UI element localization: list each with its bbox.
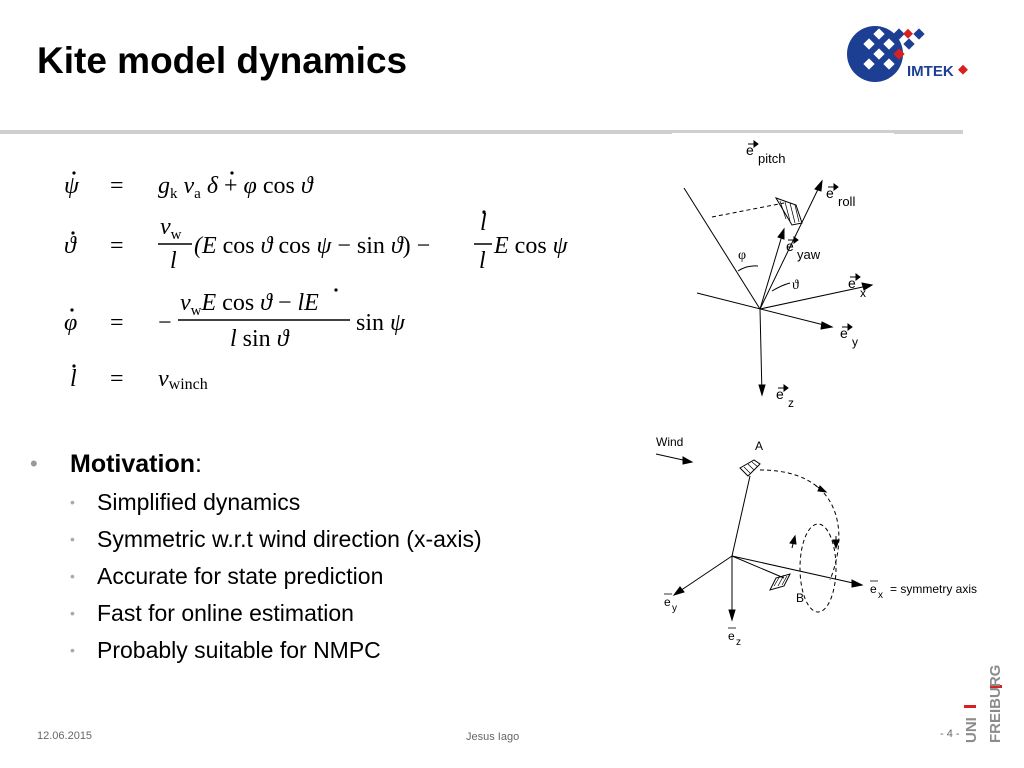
kite-shape xyxy=(774,197,803,226)
svg-text:l sin ϑ: l sin ϑ xyxy=(230,326,290,352)
kite-b-shape xyxy=(769,573,791,591)
list-item: •Probably suitable for NMPC xyxy=(70,637,381,663)
imtek-logo: IMTEK xyxy=(847,26,968,82)
svg-text:UNI: UNI xyxy=(963,717,980,743)
list-item: •Simplified dynamics xyxy=(70,489,301,515)
footer-date: 12.06.2015 xyxy=(37,730,93,742)
eq2-lhs: ϑ xyxy=(64,233,77,259)
svg-text:e: e xyxy=(840,325,848,341)
svg-text:z: z xyxy=(788,396,794,410)
symmetry-axis-label: = symmetry axis xyxy=(890,582,977,596)
slide-title: Kite model dynamics xyxy=(37,40,408,81)
list-item: •Symmetric w.r.t wind direction (x-axis) xyxy=(70,526,482,552)
eq4-rhs: vwinch xyxy=(158,366,208,393)
svg-text:vw: vw xyxy=(160,214,182,243)
eq1-lhs: ψ xyxy=(64,173,80,199)
svg-text:l: l xyxy=(170,248,177,274)
svg-text:pitch: pitch xyxy=(758,151,785,166)
svg-text:yaw: yaw xyxy=(797,247,821,262)
svg-text:e: e xyxy=(776,386,784,402)
kite-trajectory-diagram: Wind A B e x = symmetry axis e y e z xyxy=(655,435,977,648)
svg-text:vwE cos ϑ − lE: vwE cos ϑ − lE xyxy=(180,290,319,319)
motivation-list: •Simplified dynamics •Symmetric w.r.t wi… xyxy=(30,484,482,669)
svg-text:φ: φ xyxy=(738,248,746,263)
svg-text:z: z xyxy=(736,637,741,648)
svg-text:x: x xyxy=(878,590,883,601)
motivation-heading: • Motivation: xyxy=(30,450,202,478)
uni-freiburg-logo: UNI FREIBURG xyxy=(963,665,1004,743)
svg-text:e: e xyxy=(826,185,834,201)
footer-page-number: - 4 - xyxy=(940,728,960,740)
kite-a-shape xyxy=(739,459,761,477)
eq1-rel: = xyxy=(110,173,124,199)
point-a-label: A xyxy=(755,439,763,453)
logo-text: IMTEK xyxy=(907,63,954,80)
point-b-label: B xyxy=(796,591,804,605)
svg-text:x: x xyxy=(860,286,866,300)
svg-text:l: l xyxy=(480,210,487,236)
eq2-rhs: (E cos ϑ cos ψ − sin ϑ) − xyxy=(194,233,430,259)
dynamics-equations: ψ = gk va δ + φ cos ϑ ϑ = vw l (E cos ϑ … xyxy=(64,171,569,393)
eq4-rel: = xyxy=(110,366,124,392)
eq2-rel: = xyxy=(110,233,124,259)
svg-text:e: e xyxy=(746,142,754,158)
eq3-rel: = xyxy=(110,310,124,336)
eq3-lhs: φ xyxy=(64,310,77,336)
svg-text:y: y xyxy=(852,335,858,349)
motivation-section: • Motivation: •Simplified dynamics •Symm… xyxy=(30,448,482,669)
svg-text:e: e xyxy=(848,275,856,291)
svg-text:e: e xyxy=(786,238,794,254)
svg-text:e: e xyxy=(664,595,671,609)
eq1-rhs: gk va δ + φ cos ϑ xyxy=(158,173,314,202)
eq4-lhs: l xyxy=(70,366,77,392)
title-divider xyxy=(0,130,963,134)
list-item: •Accurate for state prediction xyxy=(70,563,384,589)
list-item: •Fast for online estimation xyxy=(70,600,354,626)
svg-text:−: − xyxy=(158,310,172,336)
svg-text:E cos ψ: E cos ψ xyxy=(493,233,569,259)
svg-text:y: y xyxy=(672,603,677,614)
kite-frame-diagram: e pitch e roll e yaw e x e y e z φ ϑ xyxy=(672,133,894,420)
svg-text:FREIBURG: FREIBURG xyxy=(987,665,1004,743)
eq3-rhs: sin ψ xyxy=(356,310,406,336)
svg-text:l: l xyxy=(479,248,486,274)
svg-text:e: e xyxy=(728,629,735,643)
svg-text:e: e xyxy=(870,582,877,596)
wind-label: Wind xyxy=(656,435,683,449)
svg-text:ϑ: ϑ xyxy=(792,278,799,293)
footer-author: Jesus Iago xyxy=(466,731,520,743)
bullet-dot: • xyxy=(30,451,38,476)
svg-text:roll: roll xyxy=(838,194,855,209)
